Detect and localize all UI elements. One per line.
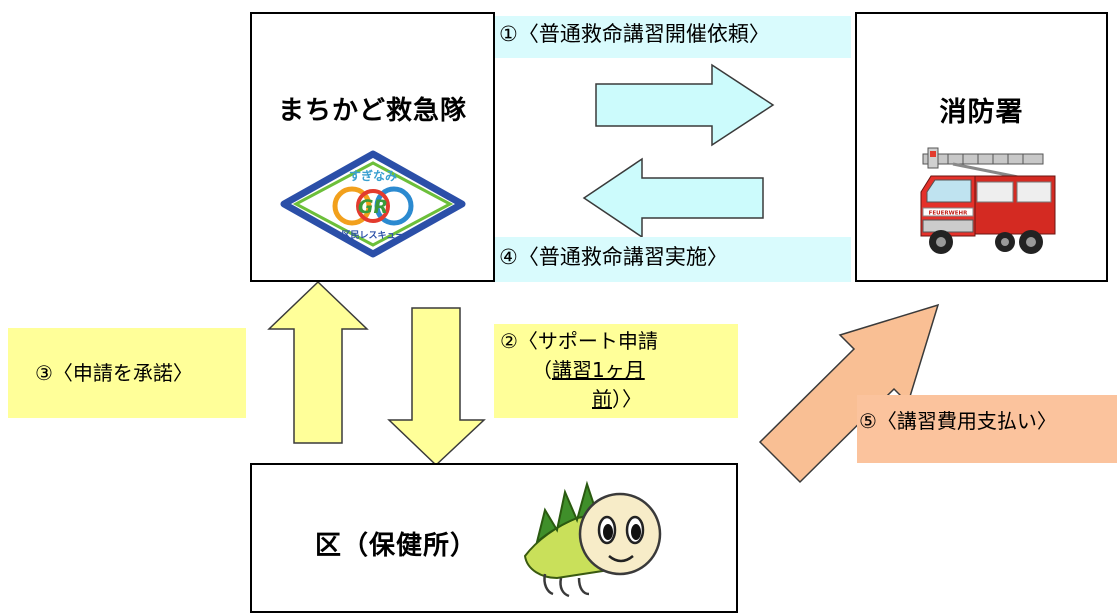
machikado-title: まちかど救急隊 [277,96,467,126]
arrow-fire-to-machikado [582,157,764,239]
step3-label: ③〈申請を承諾〉 [8,328,246,418]
svg-text:すぎなみ: すぎなみ [349,168,397,183]
step3-text: ③〈申請を承諾〉 [35,361,193,385]
ward-box: 区（保健所） [250,463,738,613]
fire-station-box: 消防署 FEUERWEHR [855,12,1108,282]
mascot-character-icon [523,480,662,598]
step4-label: ④〈普通救命講習実施〉 [495,237,851,282]
step2-line1: ②〈サポート申請 [500,329,658,353]
machikado-box: まちかど救急隊 すぎなみ GR 区民レスキュー [250,12,495,282]
step5-label: ⑤〈講習費用支払い〉 [857,395,1117,463]
arrow-machikado-to-ward [387,307,486,467]
step2-before-text: 前 [592,387,612,411]
step4-text: ④〈普通救命講習実施〉 [499,245,728,269]
step1-label: ①〈普通救命講習開催依頼〉 [495,16,851,58]
step5-text: ⑤〈講習費用支払い〉 [859,409,1057,433]
step2-paren-close: ）〉 [612,387,642,411]
step2-period-text: 講習1ヶ月 [552,358,645,382]
svg-text:GR: GR [358,196,388,218]
step1-text: ①〈普通救命講習開催依頼〉 [499,22,770,46]
step2-paren-open: （ [532,358,552,382]
sugi-rescue-logo-icon: すぎなみ GR 区民レスキュー [280,150,466,258]
diagram-arrows [267,63,940,484]
arrow-ward-to-machikado [267,280,369,444]
arrow-ward-to-fire [758,303,940,484]
step2-label: ②〈サポート申請 （講習1ヶ月 前）〉 [494,324,738,418]
ward-title: 区（保健所） [314,531,477,561]
svg-text:区民レスキュー: 区民レスキュー [341,230,404,241]
svg-text:FEUERWEHR: FEUERWEHR [929,211,968,217]
fire-station-title: 消防署 [939,97,1024,128]
step2-line2: （講習1ヶ月 [500,356,738,385]
fire-truck-icon: FEUERWEHR [920,147,1056,254]
step2-line3: 前）〉 [500,385,738,414]
arrow-request-to-fire [595,63,775,147]
